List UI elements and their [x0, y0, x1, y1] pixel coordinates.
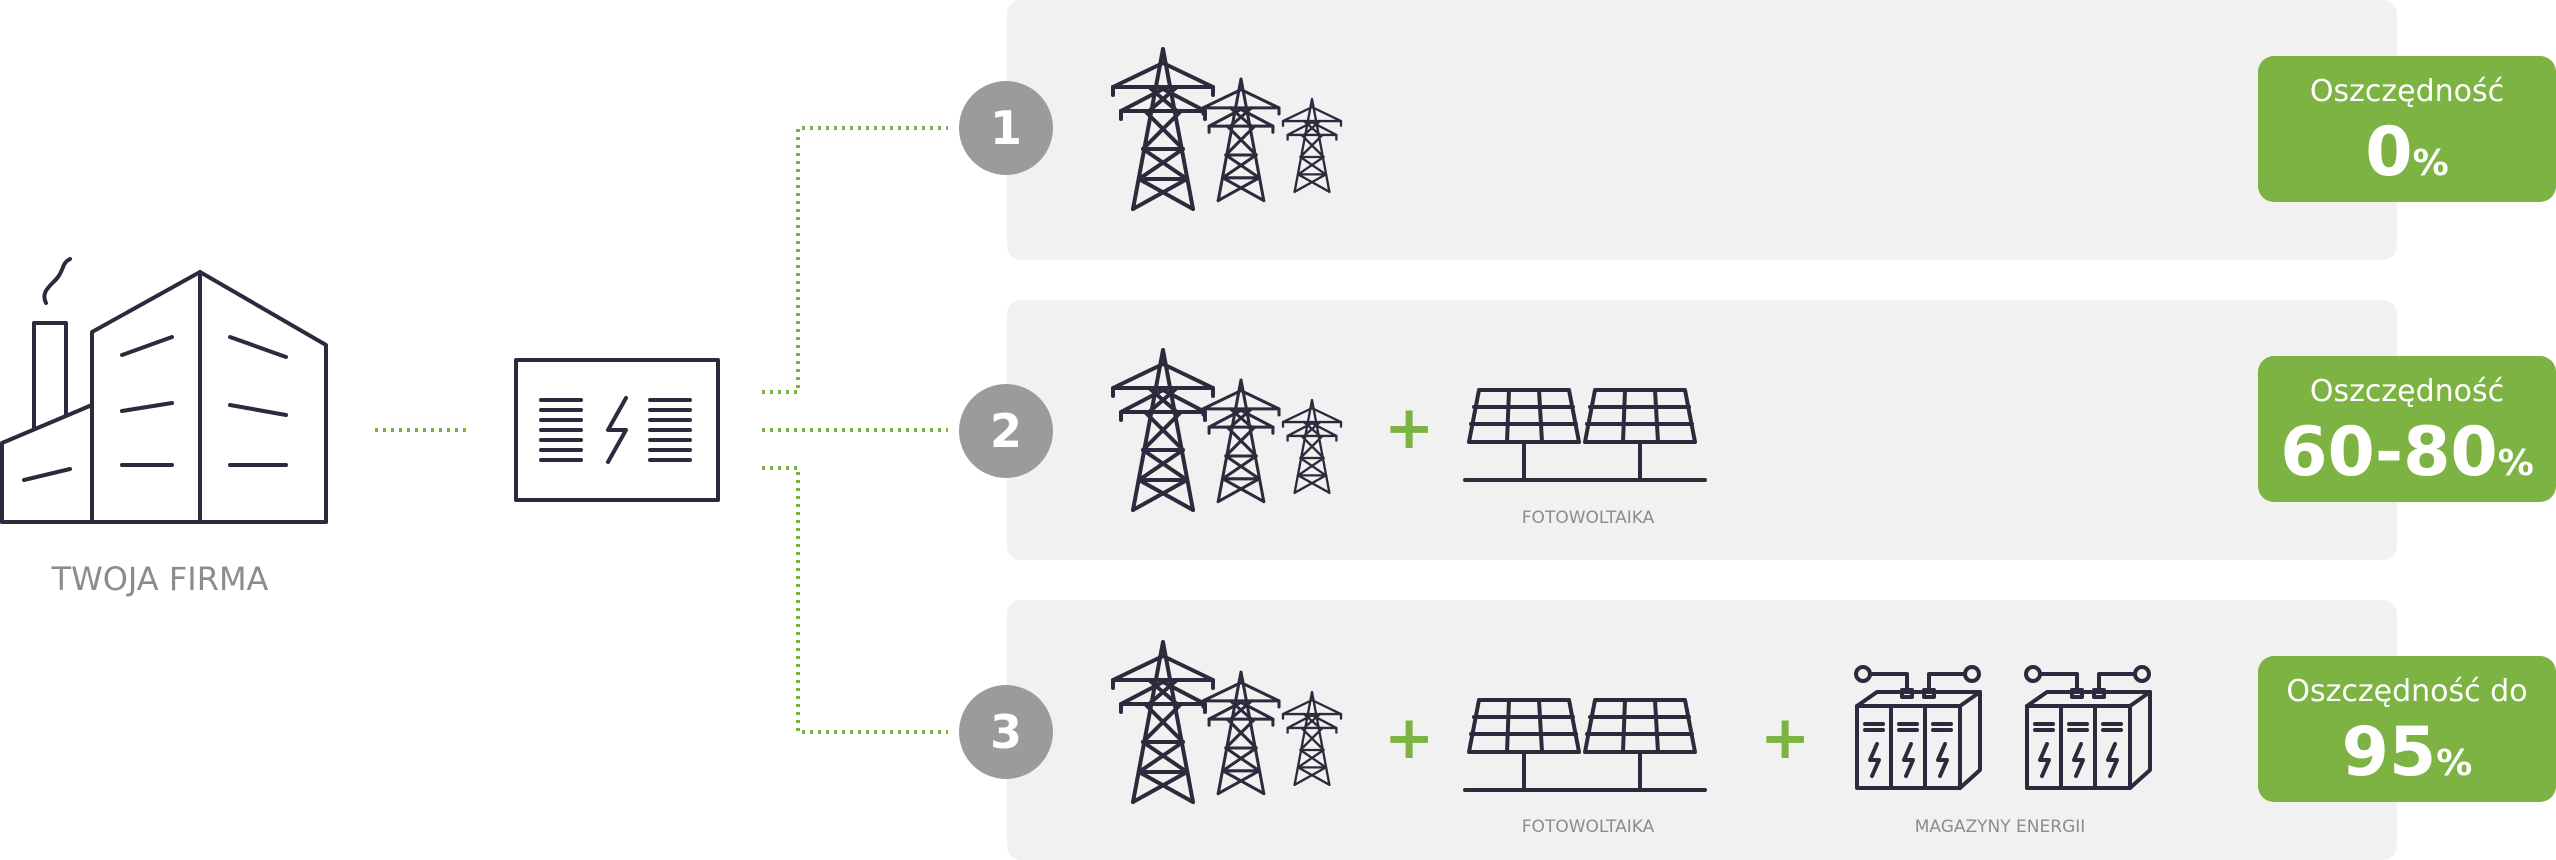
energy-storage-icon [1854, 665, 2152, 790]
savings-value: 0% [2365, 113, 2449, 192]
pv-caption: FOTOWOLTAIKA [1521, 508, 1655, 528]
savings-label: Oszczędność do [2286, 674, 2528, 709]
storage-caption: MAGAZYNY ENERGII [1914, 817, 2086, 837]
factory-icon [0, 257, 328, 524]
savings-badge-3: Oszczędność do 95% [2258, 656, 2556, 802]
inverter-icon [514, 358, 720, 502]
solar-panels-icon [1463, 698, 1707, 792]
savings-badge-2: Oszczędność 60-80% [2258, 356, 2556, 502]
power-towers-icon [1111, 348, 1343, 512]
option-number-3: 3 [959, 685, 1053, 779]
company-label: TWOJA FIRMA [51, 560, 269, 598]
pv-caption: FOTOWOLTAIKA [1521, 817, 1655, 837]
savings-label: Oszczędność [2309, 74, 2505, 109]
savings-value: 60-80% [2280, 413, 2534, 492]
option-panel-2 [1007, 300, 2397, 560]
option-panel-1 [1007, 0, 2397, 260]
savings-value: 95% [2341, 713, 2473, 792]
plus-sign: + [1384, 703, 1435, 773]
option-number-2: 2 [959, 384, 1053, 478]
option-number-1: 1 [959, 81, 1053, 175]
power-towers-icon [1111, 47, 1343, 211]
plus-sign: + [1384, 393, 1435, 463]
savings-label: Oszczędność [2309, 374, 2505, 409]
savings-badge-1: Oszczędność 0% [2258, 56, 2556, 202]
power-towers-icon [1111, 640, 1343, 804]
solar-panels-icon [1463, 388, 1707, 482]
plus-sign: + [1760, 703, 1811, 773]
